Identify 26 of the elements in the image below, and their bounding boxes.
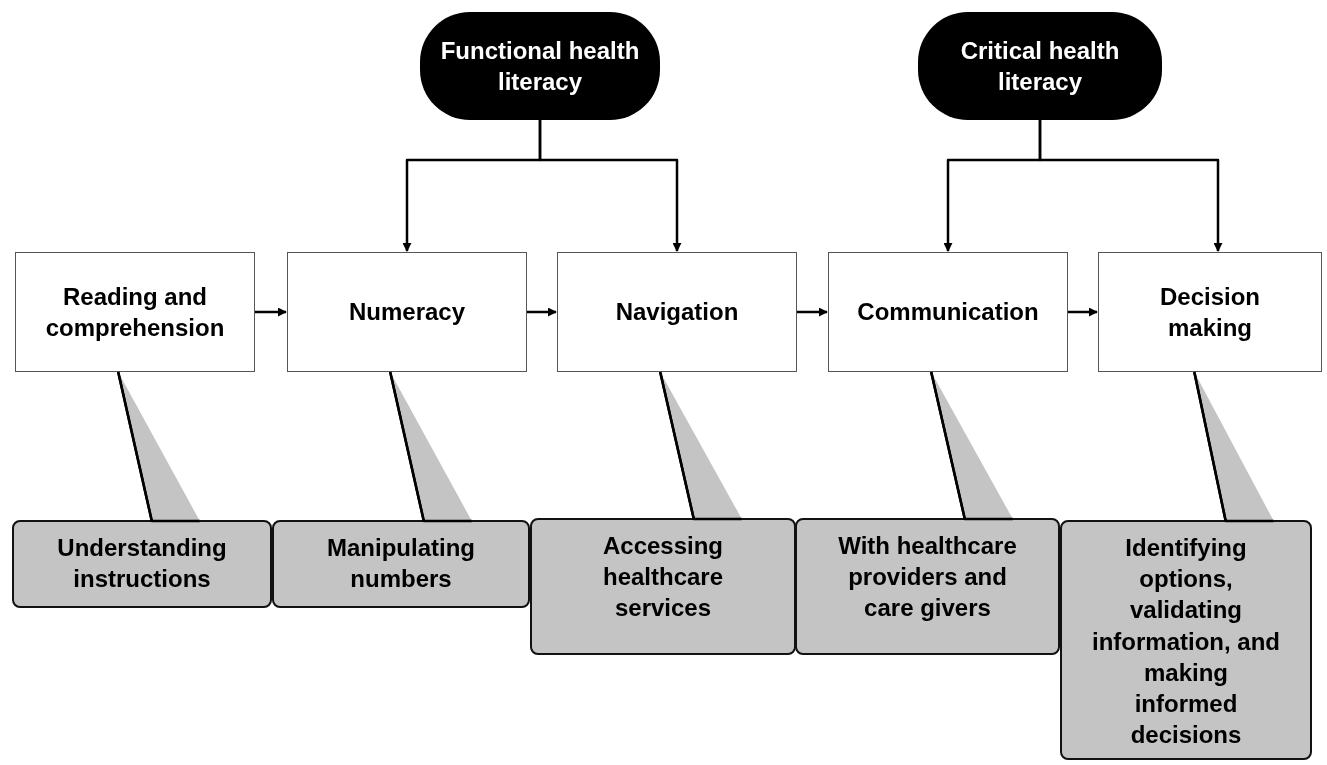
node-label: With healthcare providers and care givers: [837, 531, 1018, 624]
speech-bubble: [1060, 520, 1312, 760]
arrow: [527, 307, 557, 317]
arrow: [1068, 307, 1098, 317]
node-label: Reading and comprehension: [44, 281, 226, 343]
skill-box: [287, 252, 527, 372]
arrow: [255, 307, 287, 317]
node-label: Understanding instructions: [56, 533, 228, 595]
skill-box: [1098, 252, 1322, 372]
skill-box: [15, 252, 255, 372]
node-label: Accessing healthcare services: [601, 531, 725, 624]
node-label: Communication: [857, 297, 1039, 328]
node-label: Critical health literacy: [959, 35, 1121, 97]
skill-box: [557, 252, 797, 372]
node-label: Numeracy: [348, 297, 466, 328]
arrow: [1038, 120, 1223, 252]
node-label: Functional health literacy: [439, 35, 641, 97]
node-label: Identifying options, validating information, and making informed decisions: [1091, 533, 1281, 751]
arrow: [538, 120, 682, 252]
skill-box: [828, 252, 1068, 372]
node-label: Decision making: [1159, 281, 1261, 343]
node-label: Navigation: [615, 297, 739, 328]
speech-bubble: [12, 520, 272, 608]
speech-bubble: [272, 520, 530, 608]
node-label: Manipulating numbers: [326, 533, 476, 595]
arrow: [797, 307, 828, 317]
